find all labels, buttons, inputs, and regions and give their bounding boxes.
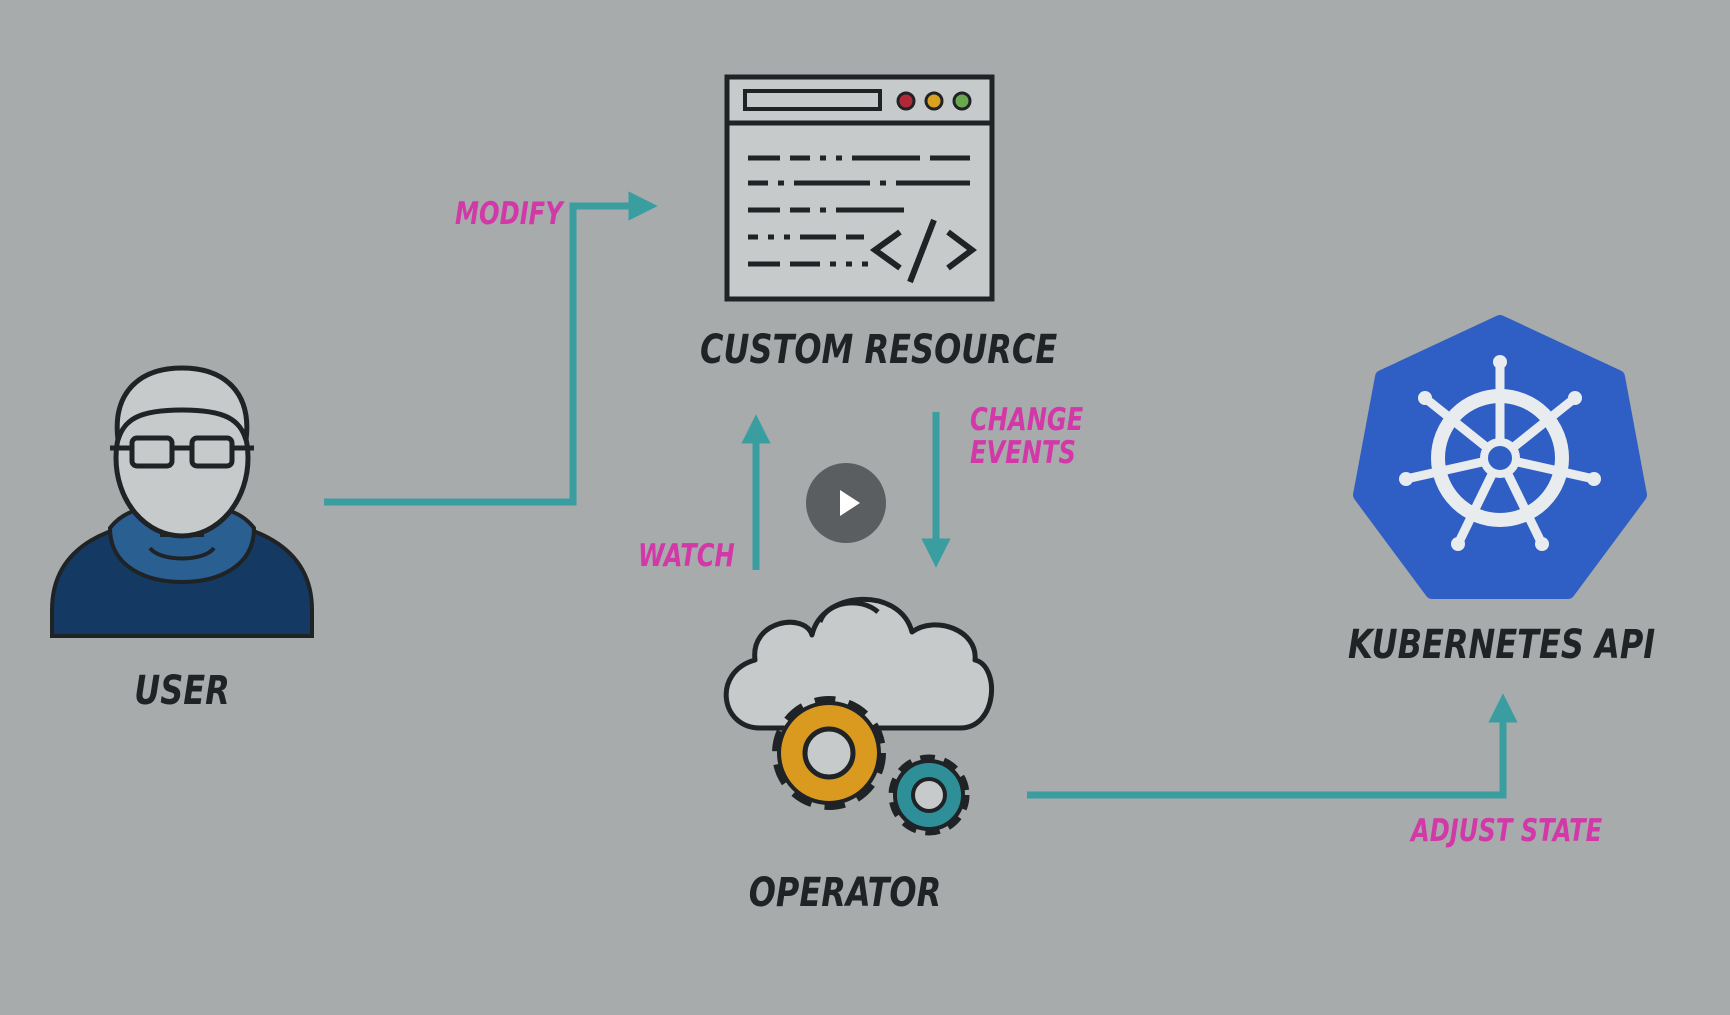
large-gear: [772, 696, 886, 810]
arrow-adjust-state: [1027, 693, 1518, 799]
user-icon: [50, 365, 314, 638]
kubernetes-api-label: KUBERNETES API: [1348, 622, 1656, 668]
cloud-gears-icon: [723, 596, 995, 836]
code-window-icon: [724, 74, 995, 302]
play-icon: [840, 490, 860, 516]
modify-label: MODIFY: [455, 196, 563, 232]
change-events-line2: EVENTS: [970, 434, 1076, 471]
user-label: USER: [134, 668, 230, 714]
operator-label: OPERATOR: [748, 870, 942, 916]
watch-label: WATCH: [638, 538, 735, 574]
adjust-state-label: ADJUST STATE: [1411, 813, 1603, 849]
arrow-modify: [324, 191, 658, 506]
custom-resource-label: CUSTOM RESOURCE: [700, 327, 1058, 373]
change-events-label: CHANGE EVENTS: [970, 404, 1083, 469]
kubernetes-helm-icon: [1353, 315, 1647, 599]
change-events-line1: CHANGE: [970, 402, 1084, 438]
small-gear: [888, 754, 970, 836]
play-button[interactable]: [806, 463, 886, 543]
